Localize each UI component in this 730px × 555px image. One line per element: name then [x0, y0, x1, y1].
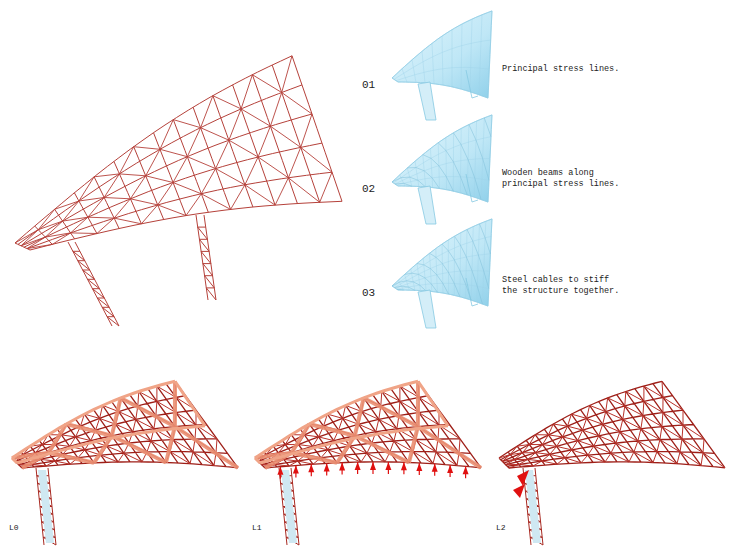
frame-line: [255, 381, 481, 468]
wireframe-roof: [15, 56, 342, 326]
load-arrow: [372, 462, 373, 474]
load-arrow: [311, 464, 312, 476]
wooden-beam: [255, 381, 448, 463]
surface-steps: [392, 11, 492, 328]
surface-leg: [418, 186, 436, 224]
support-leg: [523, 468, 543, 545]
load-case-models: [12, 381, 725, 545]
surface-leg: [418, 290, 436, 328]
surface-line: [392, 115, 492, 202]
load-arrow: [280, 467, 281, 479]
step-note: Steel cables to stiff the structure toge…: [502, 275, 620, 296]
wooden-beam: [12, 381, 205, 463]
surface-leg: [418, 82, 436, 120]
surface-line: [392, 118, 491, 200]
step-number: 01: [362, 79, 392, 93]
stress-surface: [392, 115, 492, 202]
surface-line: [392, 219, 492, 306]
surface-line: [392, 11, 492, 98]
load-arrow: [465, 466, 466, 478]
load-arrow: [419, 463, 420, 475]
load-arrow: [342, 463, 343, 475]
support-leg: [36, 468, 56, 545]
support-leg: [196, 215, 216, 300]
support-leg: [68, 242, 119, 326]
load-arrow: [357, 462, 358, 474]
glass-panel: [38, 470, 54, 543]
step-number: 03: [362, 287, 392, 301]
load-arrow: [295, 466, 296, 478]
support-leg: [279, 468, 299, 545]
surface-leg: [466, 70, 478, 98]
wooden-beam: [12, 381, 238, 468]
grid-line: [15, 56, 342, 250]
surface-line: [392, 224, 490, 304]
load-arrow: [403, 462, 404, 474]
wooden-beam: [255, 381, 481, 468]
glass-panel: [525, 470, 541, 543]
cable-line: [255, 381, 481, 468]
step-number: 02: [362, 183, 392, 197]
surface-leg: [466, 174, 478, 202]
load-arrow: [434, 464, 435, 476]
load-case-label: L0: [9, 523, 19, 533]
load-arrow: [388, 462, 389, 474]
cable-line: [15, 56, 332, 249]
frame-line: [12, 381, 238, 468]
surface-leg: [466, 278, 478, 306]
load-arrow: [450, 465, 451, 477]
support-mark: [513, 470, 529, 498]
load-arrow: [326, 463, 327, 475]
frame-line: [499, 381, 725, 468]
load-case-label: L2: [496, 523, 506, 533]
load-case-label: L1: [252, 523, 262, 533]
cable-line: [499, 381, 725, 468]
step-note: Wooden beams along principal stress line…: [502, 168, 620, 189]
stress-surface: [392, 219, 492, 306]
glass-panel: [281, 470, 297, 543]
step-note: Principal stress lines.: [502, 64, 702, 75]
cable-line: [12, 381, 238, 468]
stress-surface: [392, 11, 492, 98]
